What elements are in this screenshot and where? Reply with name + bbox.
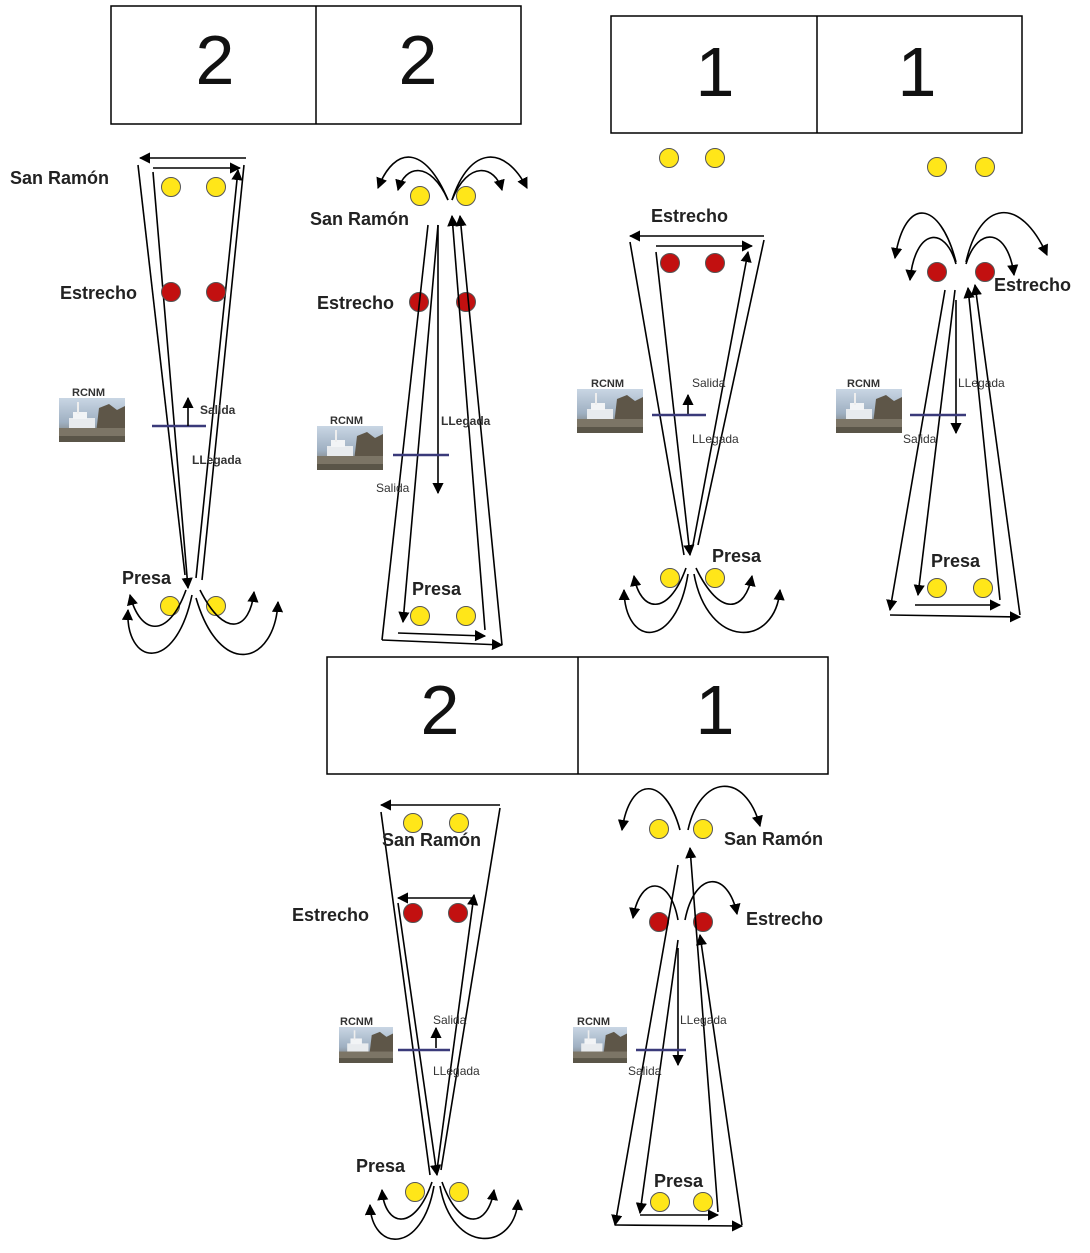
label-salida: Salida [200,403,236,417]
buoy-yellow [411,607,430,626]
label-estrecho: Estrecho [317,293,394,313]
label-salida: Salida [433,1013,467,1027]
buoy-yellow [706,569,725,588]
label-san-ramon: San Ramón [310,209,409,229]
route-diagram-c: Estrecho Presa RCNM Salida LLegada [577,149,780,633]
route-diagram-f: San Ramón Estrecho Presa RCNM LLegada Sa… [573,786,823,1226]
station-photo [573,1027,627,1063]
buoy-yellow [660,149,679,168]
label-presa: Presa [712,546,762,566]
label-llegada: LLegada [958,376,1005,390]
buoy-red [207,283,226,302]
buoy-yellow [928,158,947,177]
buoy-yellow [974,579,993,598]
buoy-yellow [450,1183,469,1202]
label-presa: Presa [122,568,172,588]
box-group-top-right: 1 1 [611,16,1022,133]
label-rcnm: RCNM [591,378,624,390]
buoy-yellow [411,187,430,206]
buoy-yellow [928,579,947,598]
buoy-yellow [457,607,476,626]
label-presa: Presa [931,551,981,571]
label-llegada: LLegada [680,1013,727,1027]
route-diagram-d: Estrecho Presa RCNM LLegada Salida [836,158,1071,618]
label-salida: Salida [628,1064,662,1078]
label-estrecho: Estrecho [994,275,1071,295]
label-rcnm: RCNM [340,1016,373,1028]
buoy-red [162,283,181,302]
route-diagram-a: San Ramón Estrecho Presa RCNM Salida LLe… [10,158,278,654]
station-photo [59,398,125,442]
label-estrecho: Estrecho [60,283,137,303]
label-salida: Salida [692,376,726,390]
buoy-yellow [706,149,725,168]
buoy-yellow [651,1193,670,1212]
buoy-yellow [457,187,476,206]
buoy-yellow [976,158,995,177]
buoy-red [928,263,947,282]
box-group-bottom: 2 1 [327,657,828,774]
label-llegada: LLegada [192,453,242,467]
label-estrecho: Estrecho [292,905,369,925]
label-llegada: LLegada [433,1064,480,1078]
label-salida: Salida [903,432,937,446]
label-presa: Presa [412,579,462,599]
label-rcnm: RCNM [72,387,105,399]
buoy-yellow [161,597,180,616]
buoy-red [661,254,680,273]
buoy-yellow [694,1193,713,1212]
buoy-red [650,913,669,932]
box-number: 2 [196,21,235,99]
route-diagram-b: San Ramón Estrecho Presa RCNM LLegada Sa… [310,157,527,645]
label-presa: Presa [356,1156,406,1176]
buoy-yellow [650,820,669,839]
box-number: 2 [399,21,438,99]
buoy-yellow [661,569,680,588]
label-presa: Presa [654,1171,704,1191]
buoy-yellow [162,178,181,197]
label-llegada: LLegada [692,432,739,446]
box-number: 1 [696,671,735,749]
label-san-ramon: San Ramón [382,830,481,850]
buoy-yellow [694,820,713,839]
buoy-red [404,904,423,923]
label-san-ramon: San Ramón [10,168,109,188]
buoy-red [706,254,725,273]
box-number: 2 [421,671,460,749]
label-rcnm: RCNM [847,378,880,390]
station-photo [577,389,643,433]
buoy-yellow [406,1183,425,1202]
label-san-ramon: San Ramón [724,829,823,849]
label-llegada: LLegada [441,414,491,428]
station-photo [339,1027,393,1063]
station-photo [317,426,383,470]
box-number: 1 [696,33,735,111]
label-estrecho: Estrecho [651,206,728,226]
label-rcnm: RCNM [330,415,363,427]
buoy-yellow [207,178,226,197]
buoy-red [449,904,468,923]
buoy-red [976,263,995,282]
label-salida: Salida [376,481,410,495]
label-estrecho: Estrecho [746,909,823,929]
route-diagram-e: San Ramón Estrecho Presa RCNM Salida LLe… [292,805,518,1239]
station-photo [836,389,902,433]
box-number: 1 [898,33,937,111]
label-rcnm: RCNM [577,1016,610,1028]
box-group-top-left: 2 2 [111,6,521,124]
